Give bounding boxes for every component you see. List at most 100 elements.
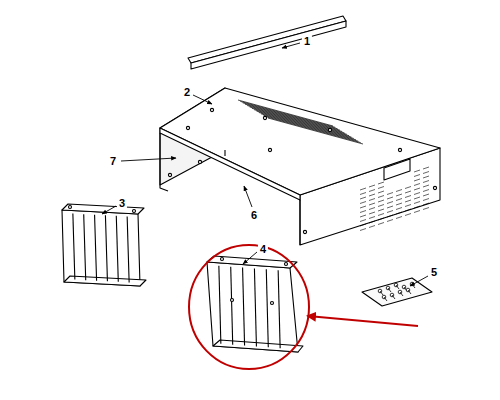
housing	[378, 205, 384, 207]
front-panel	[266, 269, 268, 347]
housing	[423, 176, 429, 178]
hardware-kit	[396, 285, 399, 289]
front-panel	[207, 262, 298, 352]
housing	[378, 191, 384, 193]
housing	[259, 112, 354, 138]
housing	[369, 203, 375, 205]
housing	[423, 194, 429, 196]
housing	[243, 103, 338, 129]
housing	[414, 188, 420, 190]
housing	[414, 197, 420, 199]
housing	[360, 193, 366, 195]
housing	[378, 182, 384, 184]
side-panel	[62, 204, 144, 214]
callout-number: 3	[117, 197, 127, 209]
leader-line	[282, 43, 300, 48]
housing	[360, 188, 366, 190]
leader-line	[102, 206, 116, 214]
callout-number: 7	[108, 155, 118, 167]
housing	[387, 220, 393, 222]
housing	[160, 88, 440, 195]
front-panel	[243, 268, 245, 346]
housing	[160, 128, 300, 200]
housing	[160, 88, 440, 245]
housing	[198, 160, 201, 163]
front-panel	[285, 263, 288, 266]
housing	[360, 220, 366, 222]
housing	[384, 159, 410, 180]
housing	[414, 211, 420, 213]
side-panel	[95, 215, 97, 281]
housing	[414, 202, 420, 204]
front-panel	[254, 268, 256, 346]
housing	[360, 215, 366, 217]
hardware-kit	[408, 290, 411, 294]
housing	[396, 208, 402, 210]
housing	[168, 173, 171, 176]
housing	[210, 108, 213, 111]
angle-bar	[191, 21, 346, 69]
housing	[247, 106, 342, 132]
housing	[256, 111, 351, 137]
housing	[387, 202, 393, 204]
housing	[396, 217, 402, 219]
housing	[396, 203, 402, 205]
housing	[224, 150, 225, 156]
housing	[252, 108, 347, 134]
side-panel	[116, 216, 118, 282]
housing	[423, 190, 429, 192]
housing	[369, 194, 375, 196]
highlight-mark	[308, 316, 418, 326]
housing	[378, 223, 384, 225]
housing	[405, 205, 411, 207]
housing	[186, 126, 189, 129]
housing	[423, 181, 429, 183]
housing	[433, 186, 436, 189]
housing	[369, 221, 375, 223]
front-panel	[213, 340, 303, 352]
side-panel	[62, 210, 140, 286]
side-panel	[73, 214, 75, 280]
housing	[398, 148, 401, 151]
housing	[423, 199, 429, 201]
housing	[423, 203, 429, 205]
callout-number: 1	[302, 35, 312, 47]
callout-number: 6	[249, 209, 259, 221]
side-panel	[62, 204, 146, 286]
housing	[405, 196, 411, 198]
housing	[369, 217, 375, 219]
housing	[423, 172, 429, 174]
hardware-kit	[388, 288, 391, 292]
front-panel	[207, 256, 297, 268]
leader-line	[243, 252, 257, 264]
housing	[387, 197, 393, 199]
housing	[369, 185, 375, 187]
callout-number: 5	[429, 266, 439, 278]
side-panel	[127, 216, 129, 282]
hardware-kit	[400, 292, 403, 296]
housing	[328, 128, 331, 131]
leader-line	[244, 186, 252, 207]
housing	[266, 117, 361, 143]
housing	[263, 115, 358, 141]
housing	[387, 211, 393, 213]
angle-bar	[188, 16, 346, 63]
front-panel	[278, 270, 280, 348]
housing	[423, 167, 429, 169]
highlight-mark	[189, 245, 309, 369]
front-panel	[219, 266, 221, 344]
housing	[396, 194, 402, 196]
housing	[387, 206, 393, 208]
housing	[414, 206, 420, 208]
front-panel	[231, 267, 233, 345]
housing	[369, 208, 375, 210]
housing	[396, 199, 402, 201]
housing	[160, 133, 168, 191]
housing	[360, 211, 366, 213]
leader-line	[193, 95, 212, 104]
front-panel	[271, 302, 274, 305]
side-panel	[69, 206, 72, 209]
side-panel	[105, 215, 107, 281]
front-panel	[207, 256, 303, 352]
